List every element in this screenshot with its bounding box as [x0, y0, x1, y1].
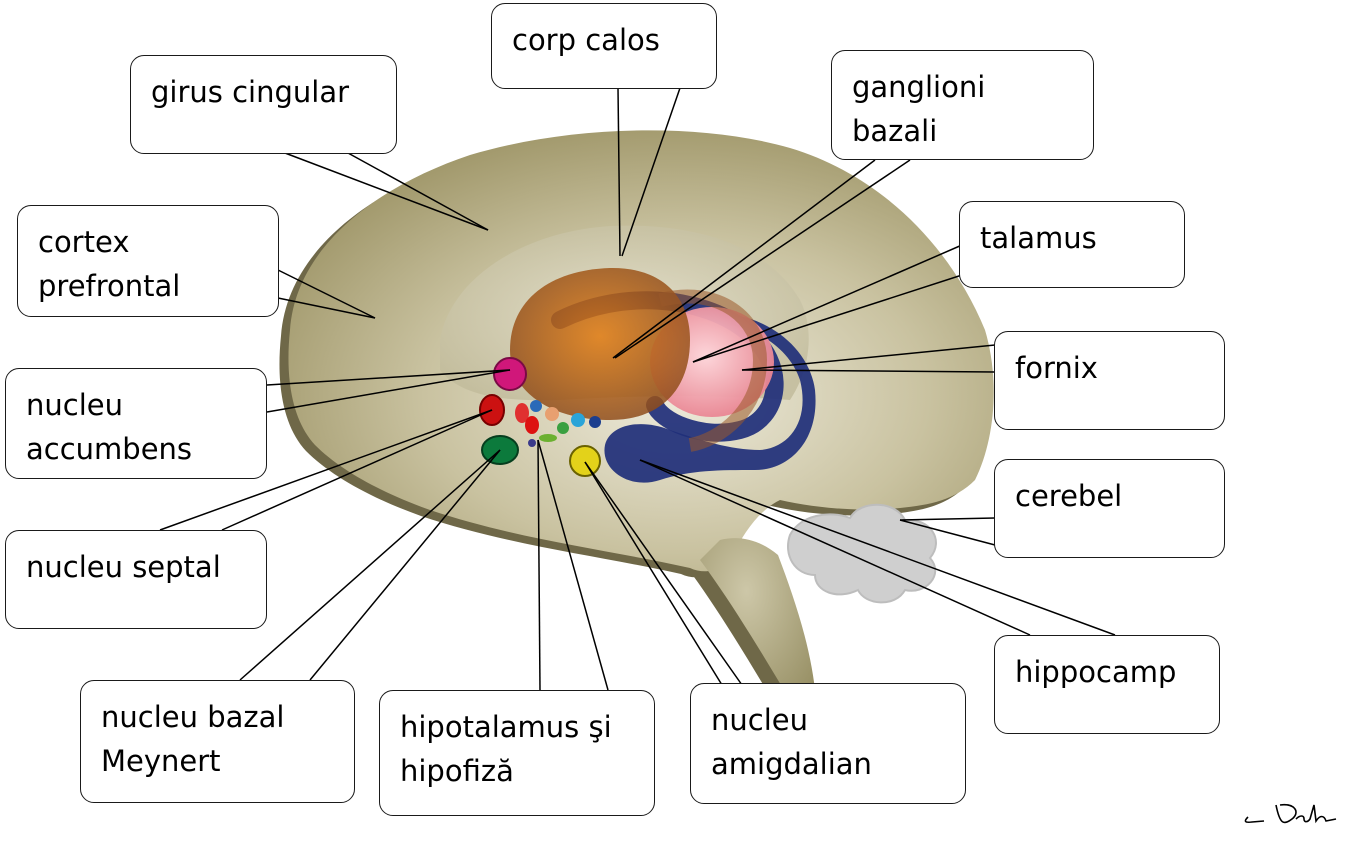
label-nucleu-septal: nucleu septal: [5, 530, 267, 629]
label-text: Meynert: [101, 744, 221, 778]
label-text: nucleu: [711, 703, 808, 737]
label-text: cortex: [38, 225, 130, 259]
label-hippocamp: hippocamp: [994, 635, 1220, 734]
label-text: nucleu septal: [26, 550, 221, 584]
label-text: nucleu: [26, 388, 123, 422]
label-talamus: talamus: [959, 201, 1185, 288]
label-ganglioni-bazali: ganglioni bazali: [831, 50, 1094, 160]
label-cortex-prefrontal: cortex prefrontal: [17, 205, 279, 317]
label-text: hippocamp: [1015, 655, 1177, 689]
label-text: amigdalian: [711, 747, 872, 781]
label-text: talamus: [980, 221, 1097, 255]
hypothalamus-cluster: [515, 400, 601, 447]
label-text: cerebel: [1015, 479, 1123, 513]
label-text: hipofiză: [400, 754, 514, 788]
label-text: ganglioni: [852, 70, 986, 104]
label-text: corp calos: [512, 23, 660, 57]
label-nucleu-amigdalian: nucleu amigdalian: [690, 683, 966, 804]
signature: [1244, 803, 1337, 824]
label-text: girus cingular: [151, 75, 350, 109]
label-girus-cingular: girus cingular: [130, 55, 397, 154]
label-text: fornix: [1015, 351, 1098, 385]
cerebellum: [787, 503, 937, 604]
leader-lines: [159, 87, 1116, 691]
basal-ganglia: [510, 267, 690, 420]
label-nucleu-bazal-meynert: nucleu bazal Meynert: [80, 680, 355, 803]
nucleus-accumbens: [493, 357, 527, 391]
label-text: nucleu bazal: [101, 700, 285, 734]
label-nucleu-accumbens: nucleu accumbens: [5, 368, 267, 479]
basal-ganglia-tail: [658, 289, 768, 452]
hippocampus: [604, 315, 816, 483]
label-hipotalamus-hipofiza: hipotalamus şi hipofiză: [379, 690, 655, 816]
label-text: bazali: [852, 114, 938, 148]
label-text: accumbens: [26, 432, 193, 466]
label-text: hipotalamus şi: [400, 710, 612, 744]
label-cerebel: cerebel: [994, 459, 1225, 558]
brainstem: [700, 538, 816, 716]
amygdala: [569, 445, 601, 477]
label-corp-calos: corp calos: [491, 3, 717, 89]
label-text: prefrontal: [38, 269, 181, 303]
label-fornix: fornix: [994, 331, 1225, 430]
